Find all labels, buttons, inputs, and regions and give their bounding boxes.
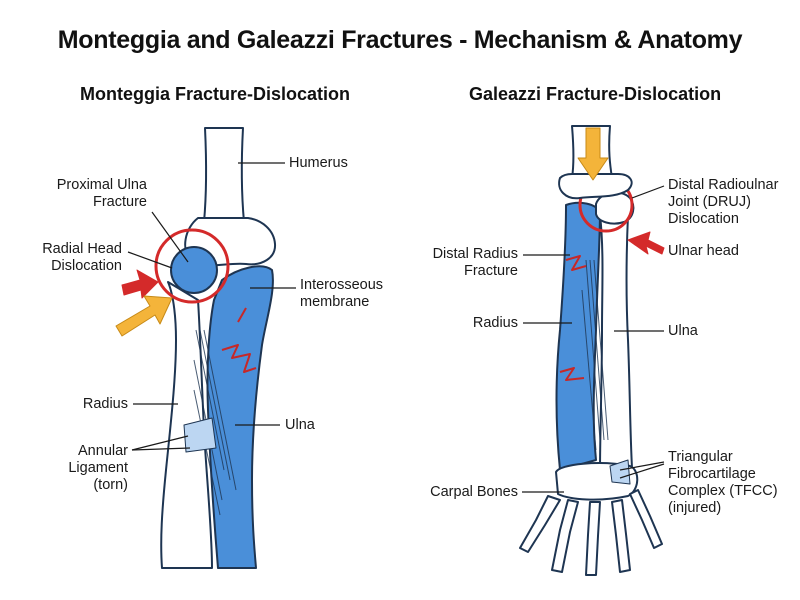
force-arrow-red [627, 231, 665, 255]
label-radius: Radius [472, 315, 518, 331]
ulna-bone [599, 214, 633, 473]
tfcc [609, 459, 631, 485]
label-carpal-bones: Carpal Bones [430, 484, 518, 500]
galeazzi-illustration [519, 125, 665, 576]
interosseous-membrane [193, 329, 237, 516]
interosseous-membrane [581, 259, 609, 451]
label-ulna: Ulna [668, 323, 698, 339]
annular-ligament [183, 417, 217, 453]
galeazzi-leader-lines [522, 185, 665, 493]
monteggia-heading: Monteggia Fracture-Dislocation [80, 84, 351, 104]
label-ulnar-head: Ulnar head [668, 243, 739, 259]
label-ulna: Ulna [285, 417, 315, 433]
label-radius: Radius [82, 396, 128, 412]
metacarpal-bones [519, 489, 663, 576]
label-annular-ligament: Annular Ligament (torn) [68, 443, 128, 493]
monteggia-illustration [115, 127, 277, 569]
radial-head [170, 246, 218, 294]
force-arrow-orange [577, 127, 609, 181]
humerus-bone [203, 127, 245, 223]
page-title: Monteggia and Galeazzi Fractures - Mecha… [57, 26, 743, 54]
ulna-bone [206, 265, 274, 569]
label-tfcc: Triangular Fibrocartilage Complex (TFCC)… [668, 449, 778, 516]
radius-bone [555, 201, 601, 471]
monteggia-leader-lines [127, 162, 296, 451]
galeazzi-heading: Galeazzi Fracture-Dislocation [469, 84, 722, 104]
label-druj-dislocation: Distal Radioulnar Joint (DRUJ) Dislocati… [668, 177, 779, 227]
dislocation-highlight-circle [154, 228, 230, 304]
label-radial-head-dislocation: Radial Head Dislocation [42, 241, 122, 274]
label-humerus: Humerus [289, 155, 348, 171]
force-arrow-orange [115, 295, 173, 337]
label-interosseous-membrane: Interosseous membrane [300, 277, 384, 310]
ulna-fracture-line [221, 344, 257, 373]
force-arrow-red [121, 269, 159, 299]
label-distal-radius-fracture: Distal Radius Fracture [432, 246, 518, 279]
label-proximal-ulna-fracture: Proximal Ulna Fracture [56, 177, 147, 210]
radius-fracture-line [565, 255, 587, 271]
